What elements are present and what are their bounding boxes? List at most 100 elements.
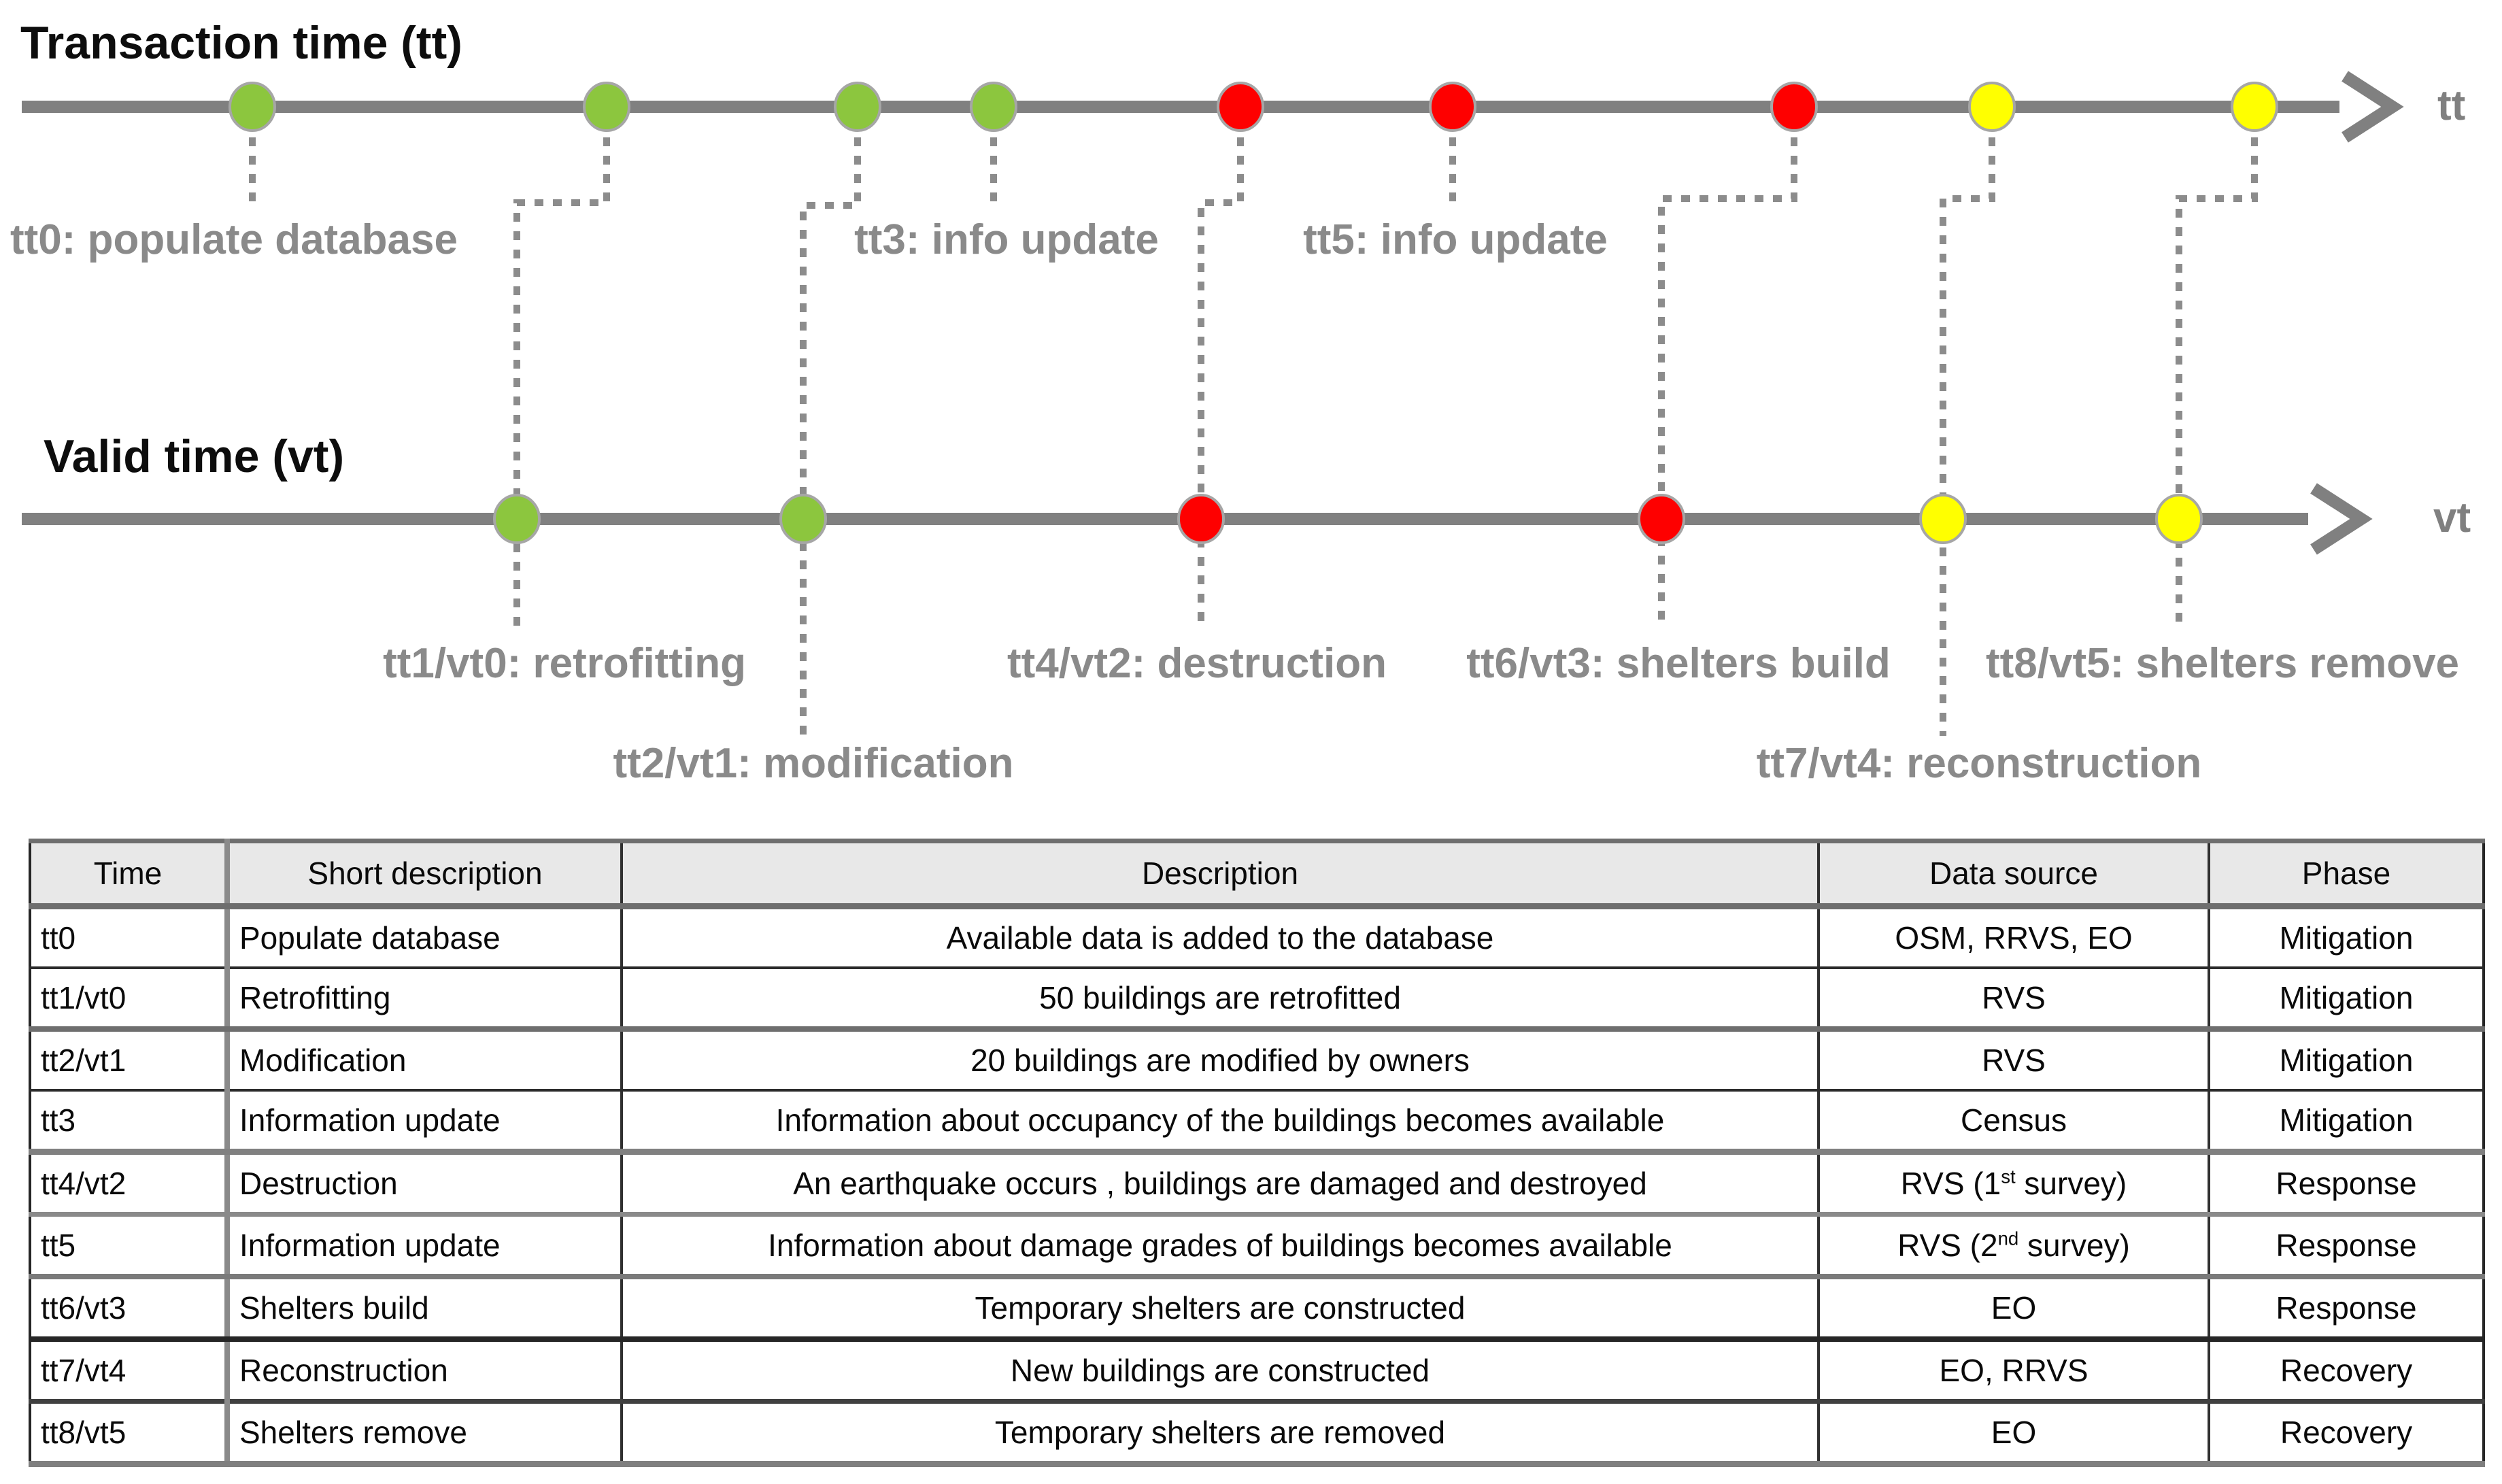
annotation-tt0: tt0: populate database (10, 216, 458, 263)
event-dot-vt2-red (1177, 494, 1225, 544)
event-dot-vt4-yellow (1919, 494, 1967, 544)
vt-axis-arrowhead-icon (2310, 483, 2373, 555)
cell-short-description: Reconstruction (224, 1339, 622, 1404)
vt-axis-title: Valid time (vt) (44, 431, 345, 482)
cell-data-source: RVS (1st survey) (1817, 1151, 2209, 1217)
event-dot-tt8-yellow (2231, 82, 2278, 132)
annotation-tt4-vt2: tt4/vt2: destruction (1007, 640, 1387, 687)
cell-short-description: Shelters remove (224, 1401, 622, 1464)
connector-tt2-vt1 (800, 137, 861, 736)
cell-data-source: RVS (1817, 1029, 2209, 1092)
cell-time: tt8/vt5 (30, 1401, 227, 1464)
cell-phase: Response (2208, 1277, 2484, 1342)
cell-data-source: Census (1817, 1090, 2209, 1155)
event-dot-vt1-green (779, 494, 827, 544)
connector-tt6-vt3 (1658, 137, 1797, 629)
event-dot-tt2-green (834, 82, 881, 132)
cell-phase: Response (2208, 1214, 2484, 1279)
cell-time: tt4/vt2 (30, 1151, 227, 1217)
tt-axis-title: Transaction time (tt) (20, 17, 462, 69)
cell-description: Information about occupancy of the build… (620, 1090, 1819, 1155)
cell-data-source: RVS (2nd survey) (1817, 1214, 2209, 1279)
cell-data-source: EO, RRVS (1817, 1339, 2209, 1404)
cell-data-source: RVS (1817, 968, 2209, 1032)
cell-phase: Mitigation (2208, 1090, 2484, 1155)
cell-time: tt2/vt1 (30, 1029, 227, 1092)
cell-data-source: EO (1817, 1401, 2209, 1464)
cell-short-description: Modification (224, 1029, 622, 1092)
cell-phase: Mitigation (2208, 968, 2484, 1032)
cell-description: Information about damage grades of build… (620, 1214, 1819, 1279)
annotation-tt1-vt0: tt1/vt0: retrofitting (383, 640, 746, 687)
cell-description: Temporary shelters are constructed (620, 1277, 1819, 1342)
event-dot-tt5-red (1429, 82, 1476, 132)
cell-description: New buildings are constructed (620, 1339, 1819, 1404)
cell-phase: Mitigation (2208, 906, 2484, 969)
cell-short-description: Shelters build (224, 1277, 622, 1342)
tt-axis-arrowhead-icon (2342, 71, 2404, 143)
annotation-tt7-vt4: tt7/vt4: reconstruction (1756, 740, 2202, 787)
annotation-tt6-vt3: tt6/vt3: shelters build (1466, 640, 1891, 687)
cell-phase: Mitigation (2208, 1029, 2484, 1092)
annotation-tt3: tt3: info update (854, 216, 1159, 263)
col-header-time: Time (30, 841, 227, 909)
connector-tt1-vt0 (513, 137, 610, 629)
event-dot-tt4-red (1217, 82, 1264, 132)
cell-phase: Recovery (2208, 1401, 2484, 1464)
cell-time: tt5 (30, 1214, 227, 1279)
event-dot-tt6-red (1770, 82, 1818, 132)
cell-phase: Response (2208, 1151, 2484, 1217)
event-dot-vt3-red (1638, 494, 1685, 544)
connector-tt4-vt2 (1198, 137, 1244, 629)
col-header-short-description: Short description (224, 841, 622, 909)
cell-time: tt0 (30, 906, 227, 969)
connector-tt7-vt4 (1940, 137, 1995, 736)
cell-description: 20 buildings are modified by owners (620, 1029, 1819, 1092)
event-dot-tt7-yellow (1968, 82, 2016, 132)
cell-short-description: Information update (224, 1214, 622, 1279)
cell-time: tt1/vt0 (30, 968, 227, 1032)
cell-short-description: Retrofitting (224, 968, 622, 1032)
annotation-tt2-vt1: tt2/vt1: modification (613, 740, 1014, 787)
cell-phase: Recovery (2208, 1339, 2484, 1404)
event-dot-vt0-green (493, 494, 541, 544)
cell-short-description: Information update (224, 1090, 622, 1155)
cell-data-source: EO (1817, 1277, 2209, 1342)
col-header-data-source: Data source (1817, 841, 2209, 909)
annotation-tt8-vt5: tt8/vt5: shelters remove (1985, 640, 2460, 687)
cell-time: tt3 (30, 1090, 227, 1155)
annotation-tt5: tt5: info update (1303, 216, 1608, 263)
event-dot-vt5-yellow (2155, 494, 2203, 544)
cell-time: tt6/vt3 (30, 1277, 227, 1342)
cell-short-description: Destruction (224, 1151, 622, 1217)
col-header-description: Description (620, 841, 1819, 909)
event-dot-tt1-green (583, 82, 630, 132)
cell-description: Available data is added to the database (620, 906, 1819, 969)
cell-description: An earthquake occurs , buildings are dam… (620, 1151, 1819, 1217)
cell-description: Temporary shelters are removed (620, 1401, 1819, 1464)
cell-time: tt7/vt4 (30, 1339, 227, 1404)
event-dot-tt3-green (970, 82, 1017, 132)
cell-data-source: OSM, RRVS, EO (1817, 906, 2209, 969)
col-header-phase: Phase (2208, 841, 2484, 909)
vt-axis-line (22, 513, 2308, 525)
event-dot-tt0-green (229, 82, 276, 132)
connector-tt8-vt5 (2176, 137, 2258, 629)
cell-short-description: Populate database (224, 906, 622, 969)
cell-description: 50 buildings are retrofitted (620, 968, 1819, 1032)
